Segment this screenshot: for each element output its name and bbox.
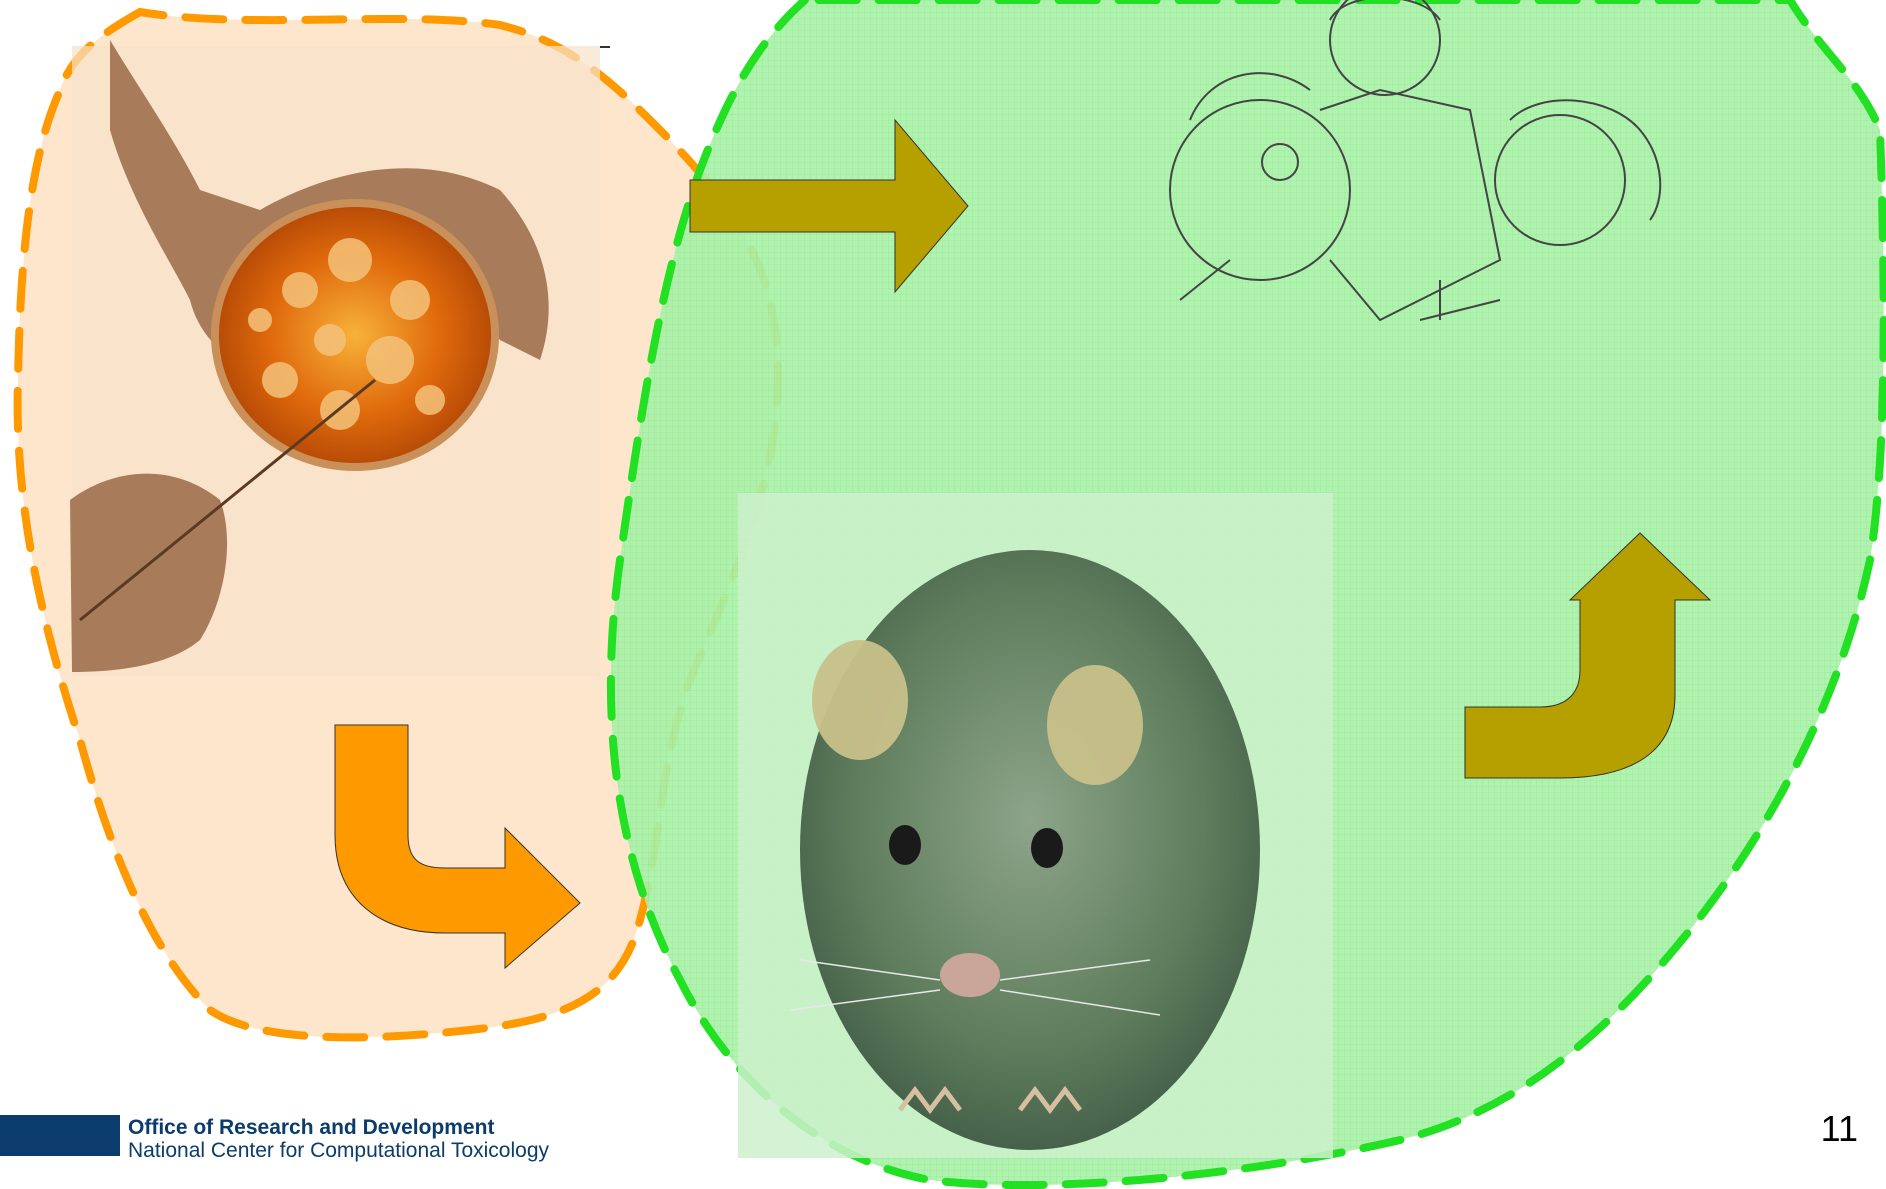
footer-office: Office of Research and Development bbox=[128, 1116, 494, 1140]
rat-photo bbox=[738, 493, 1333, 1158]
petri-dish-photo bbox=[70, 40, 600, 676]
footer-brand-bar bbox=[0, 1115, 120, 1156]
page-number: 11 bbox=[1821, 1108, 1858, 1150]
footer-center: National Center for Computational Toxico… bbox=[128, 1139, 549, 1163]
